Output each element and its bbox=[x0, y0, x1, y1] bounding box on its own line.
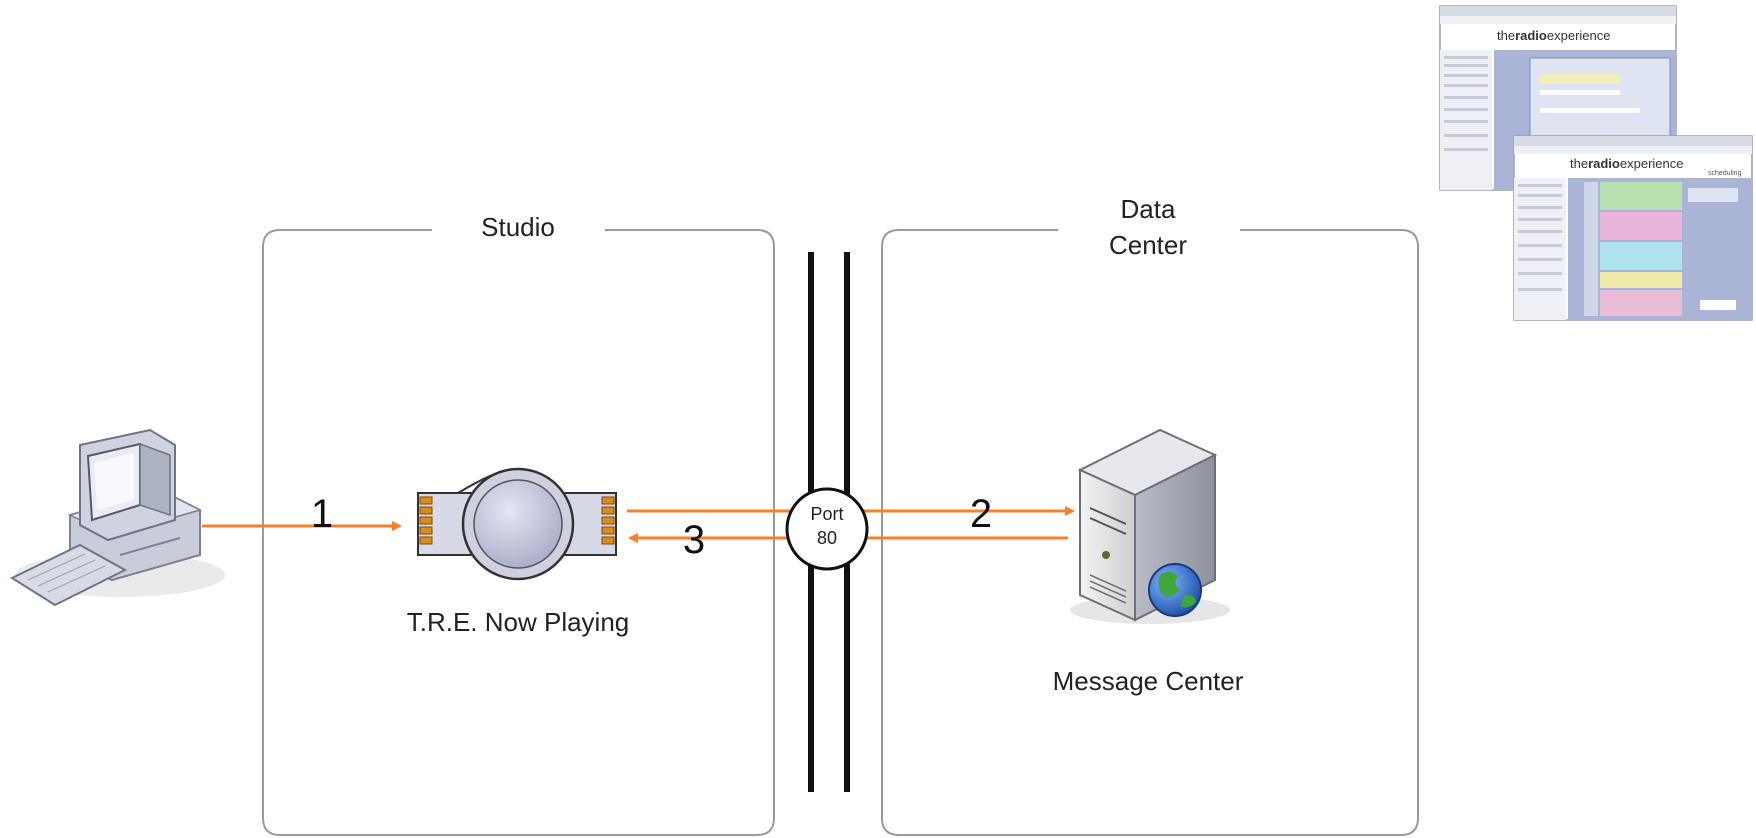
message-center-label: Message Center bbox=[1053, 666, 1244, 696]
studio-zone: Studio bbox=[262, 212, 775, 836]
flow-1-number: 1 bbox=[311, 492, 333, 536]
now-playing-label: T.R.E. Now Playing bbox=[407, 607, 630, 637]
port-80-node: Port 80 bbox=[785, 487, 869, 571]
server-globe-icon: Message Center bbox=[1053, 428, 1244, 696]
app-screenshots: theradioexperience bbox=[1439, 5, 1753, 321]
port-label: Port bbox=[810, 504, 843, 524]
studio-title: Studio bbox=[481, 212, 555, 242]
screenshot-front-brand: theradioexperience bbox=[1570, 156, 1683, 171]
data-center-title-line2: Center bbox=[1109, 230, 1187, 260]
screenshot-front-section: scheduling bbox=[1708, 170, 1742, 177]
flow-2-number: 2 bbox=[970, 492, 992, 536]
adapter-icon: T.R.E. Now Playing bbox=[407, 467, 630, 637]
screenshot-back-brand: theradioexperience bbox=[1497, 28, 1610, 43]
desktop-computer-icon bbox=[9, 428, 225, 607]
data-center-title-line1: Data bbox=[1121, 194, 1176, 224]
port-number: 80 bbox=[817, 528, 837, 548]
flow-3-number: 3 bbox=[683, 518, 705, 562]
data-center-zone: Data Center bbox=[881, 194, 1419, 836]
screenshot-front: theradioexperience scheduling bbox=[1513, 135, 1753, 321]
